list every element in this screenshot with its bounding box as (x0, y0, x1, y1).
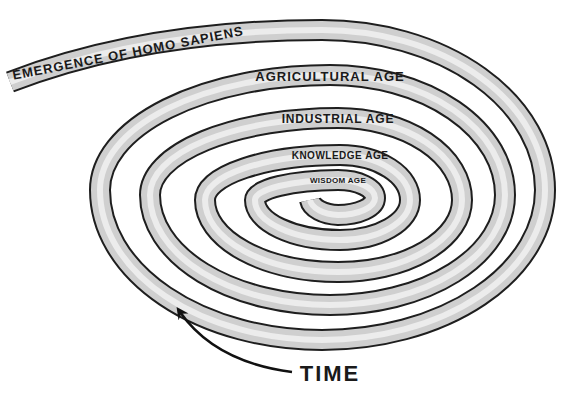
era-label: INDUSTRIAL AGE (282, 113, 395, 125)
era-label: AGRICULTURAL AGE (255, 70, 404, 83)
era-label: KNOWLEDGE AGE (292, 151, 389, 161)
era-label: EMERGENCE OF HOMO SAPIENS (11, 24, 244, 82)
spiral-ribbon-face (10, 30, 545, 340)
spiral-ribbon-edge (10, 30, 545, 340)
axis-label: TIME (300, 363, 361, 385)
spiral-ribbon-highlight (10, 30, 545, 340)
era-label: WISDOM AGE (310, 177, 366, 185)
time-arrow (180, 312, 292, 372)
